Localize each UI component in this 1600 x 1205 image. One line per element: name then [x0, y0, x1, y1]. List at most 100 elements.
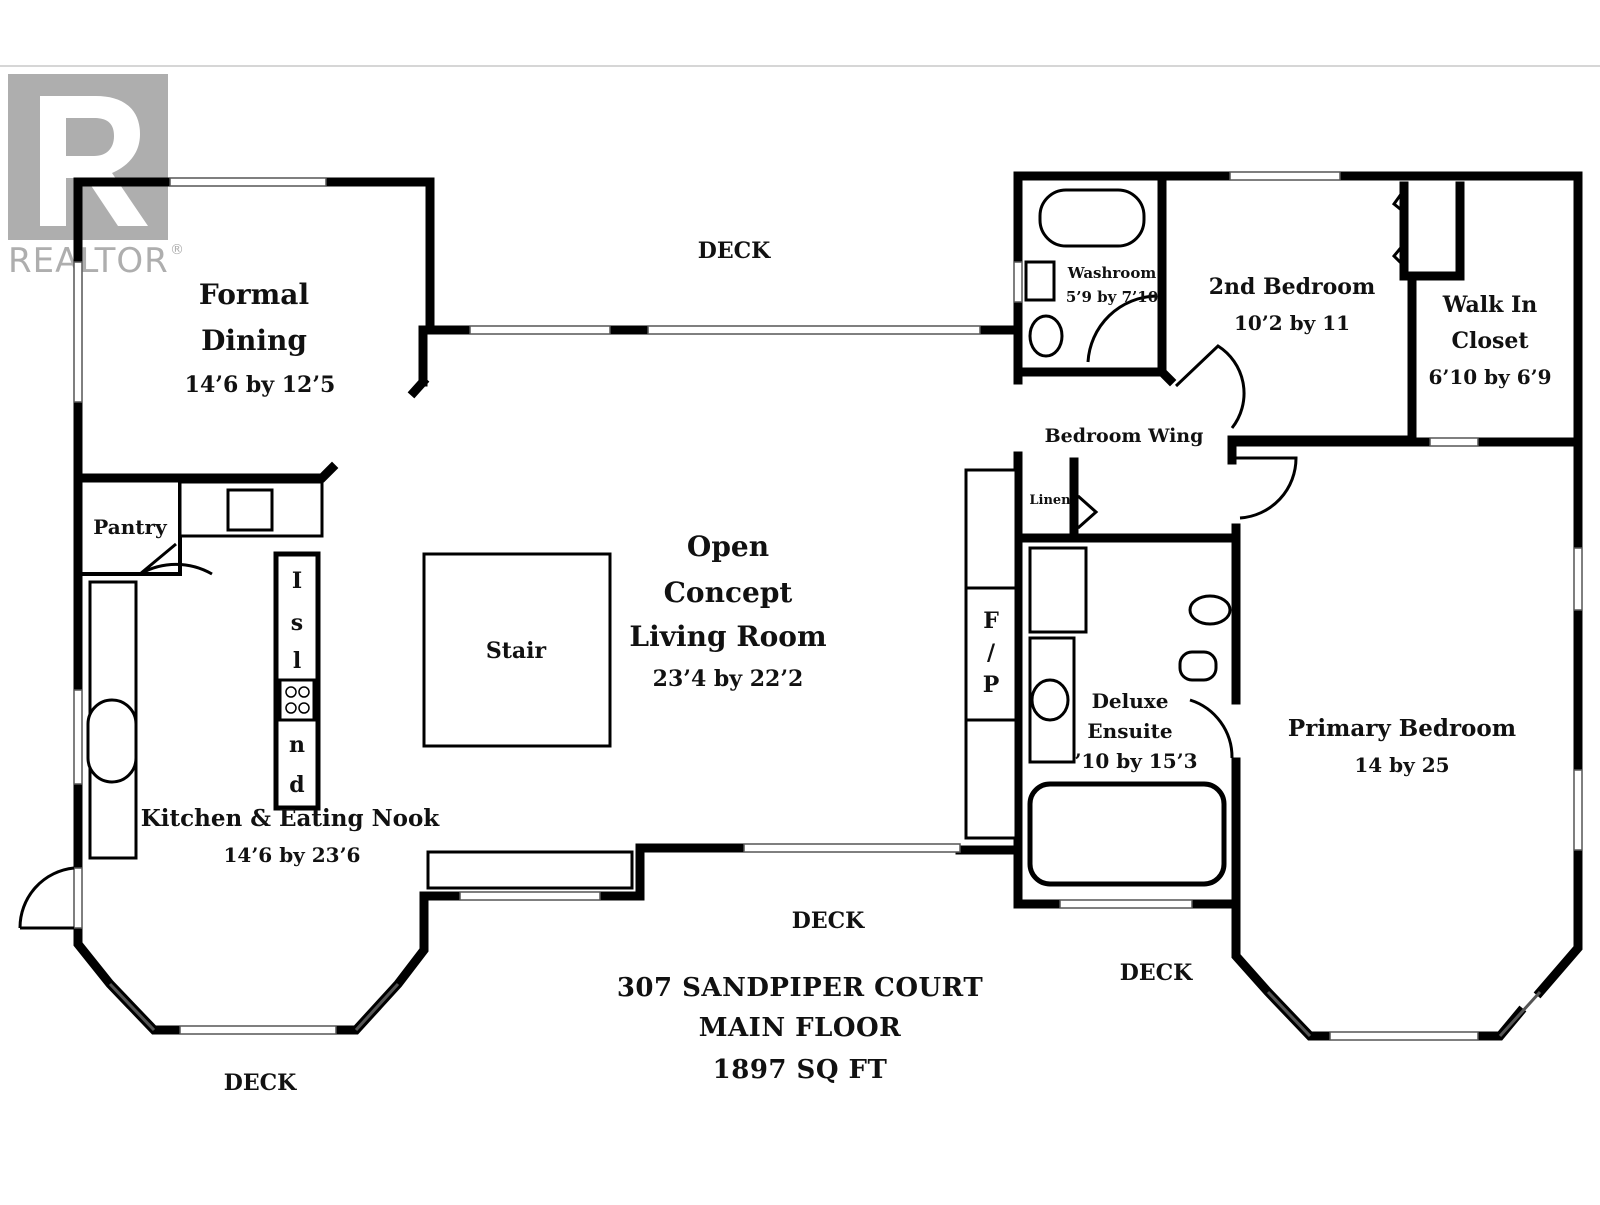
label-island-l: l [293, 648, 301, 674]
label-deck-bottom-left: DECK [224, 1070, 297, 1096]
window-washroom [1013, 261, 1023, 303]
label-second-bedroom: 2nd Bedroom [1209, 274, 1376, 300]
label-bedroom-wing: Bedroom Wing [1045, 425, 1204, 447]
linen-door-mark [1077, 494, 1099, 530]
pantry-door-swing [139, 542, 213, 576]
primary-door-swing [1236, 456, 1298, 520]
window-primary-bay-right [1498, 990, 1542, 1038]
label-closet-dims: 6’10 by 6’9 [1428, 365, 1551, 389]
window-bay-left [108, 982, 156, 1032]
label-fp-f: F [983, 608, 999, 634]
washroom-toilet-tank [1024, 260, 1056, 302]
label-linen: Linen [1029, 493, 1071, 508]
label-island-i: I [292, 568, 302, 594]
living-bottom-counter [426, 850, 634, 890]
wall-dining-top-right [321, 177, 475, 335]
wall-ensuite-left [1013, 451, 1065, 909]
label-formal-dining-2: Dining [201, 324, 307, 357]
washroom-sink [1028, 314, 1064, 358]
label-deck-bottom-center: DECK [792, 908, 865, 934]
window-primary-right-2 [1573, 769, 1583, 851]
fireplace-column [964, 468, 1018, 840]
label-kitchen: Kitchen & Eating Nook [141, 805, 441, 832]
wall-left-bay [73, 923, 185, 1035]
closet-door-mark-2 [1391, 243, 1406, 268]
label-washroom-dims: 5’9 by 7’10 [1066, 288, 1158, 306]
label-deck-bottom-right: DECK [1120, 960, 1193, 986]
label-stair: Stair [486, 638, 547, 664]
realtor-logo: REALTOR ® [8, 74, 184, 281]
window-bottom-left [459, 891, 601, 901]
label-island-d: d [289, 772, 304, 798]
label-formal-dining-dims: 14’6 by 12’5 [185, 372, 336, 398]
title-area: 1897 SQ FT [713, 1055, 888, 1085]
label-washroom: Washroom [1067, 264, 1157, 282]
label-fp-slash: / [987, 640, 996, 666]
labels: Formal Dining 14’6 by 12’5 DECK Washroom… [93, 238, 1551, 1096]
realtor-registered-mark: ® [170, 242, 184, 258]
window-bay-right [354, 982, 400, 1032]
label-closet-1: Walk In [1442, 292, 1538, 318]
washroom-door-swing [1086, 294, 1157, 363]
window-closet [1429, 437, 1479, 447]
kitchen-sink [226, 488, 274, 532]
label-kitchen-dims: 14’6 by 23’6 [224, 843, 361, 867]
label-ensuite-2: Ensuite [1087, 719, 1172, 743]
ensuite-shower [1028, 546, 1088, 634]
washroom-tub [1038, 188, 1146, 248]
label-ensuite-1: Deluxe [1092, 689, 1169, 713]
bedroom2-door-swing [1174, 344, 1246, 429]
label-living-2: Concept [664, 576, 793, 609]
wall-primary-right-3 [1533, 845, 1583, 999]
label-living-1: Open [687, 530, 769, 563]
label-island-s: s [291, 610, 303, 636]
window-primary-bay-left [1266, 990, 1312, 1038]
ensuite-toilet [1188, 594, 1232, 626]
window-kitchen-door [73, 867, 83, 929]
walls [73, 171, 1583, 1041]
wall-washroom-bottom [1013, 367, 1177, 387]
title-floor: MAIN FLOOR [699, 1013, 902, 1043]
window-bedroom2 [1229, 171, 1341, 181]
realtor-r-glyph [40, 96, 148, 226]
label-fp-p: P [983, 672, 1000, 698]
label-primary-bedroom-dims: 14 by 25 [1354, 753, 1449, 777]
wall-primary-bay-right [1473, 1005, 1527, 1041]
kitchen-left-sink [86, 698, 138, 784]
label-closet-2: Closet [1451, 328, 1529, 354]
ensuite-bidet [1178, 650, 1218, 682]
window-living-bottom [743, 843, 961, 853]
ensuite-tub [1027, 781, 1227, 887]
label-deck-top: DECK [698, 238, 771, 264]
window-kitchen-left [73, 689, 83, 785]
label-formal-dining-1: Formal [199, 278, 309, 311]
window-ensuite [1059, 899, 1193, 909]
wall-living-bottom-left [595, 843, 749, 901]
wall-kitchen-upper [79, 461, 339, 483]
window-deck-1 [469, 325, 611, 335]
realtor-wordmark: REALTOR [8, 241, 169, 281]
island-cooktop [278, 678, 316, 722]
label-island-n: n [289, 732, 305, 758]
label-living-3: Living Room [629, 620, 826, 653]
wall-closet-left [1227, 271, 1417, 445]
ensuite-sink [1030, 678, 1070, 722]
label-second-bedroom-dims: 10’2 by 11 [1234, 311, 1350, 335]
wall-primary-bay-left [1231, 899, 1335, 1041]
label-living-dims: 23’4 by 22’2 [653, 666, 804, 692]
ensuite-door-swing [1189, 698, 1234, 759]
closet-door-mark-1 [1391, 189, 1406, 214]
window-deck-2 [647, 325, 981, 335]
label-primary-bedroom: Primary Bedroom [1288, 715, 1516, 742]
window-primary-right-1 [1573, 547, 1583, 611]
wall-dining-stub-end [407, 375, 430, 399]
window-dining-top [169, 177, 327, 187]
window-dining-left [73, 261, 83, 403]
kitchen-exterior-door [18, 866, 75, 930]
wall-right-bay [331, 891, 465, 1035]
label-ensuite-dims: ’10 by 15’3 [1074, 749, 1197, 773]
title-address: 307 SANDPIPER COURT [617, 973, 983, 1003]
wall-closet-box [1399, 181, 1465, 281]
fixtures [18, 188, 1406, 930]
